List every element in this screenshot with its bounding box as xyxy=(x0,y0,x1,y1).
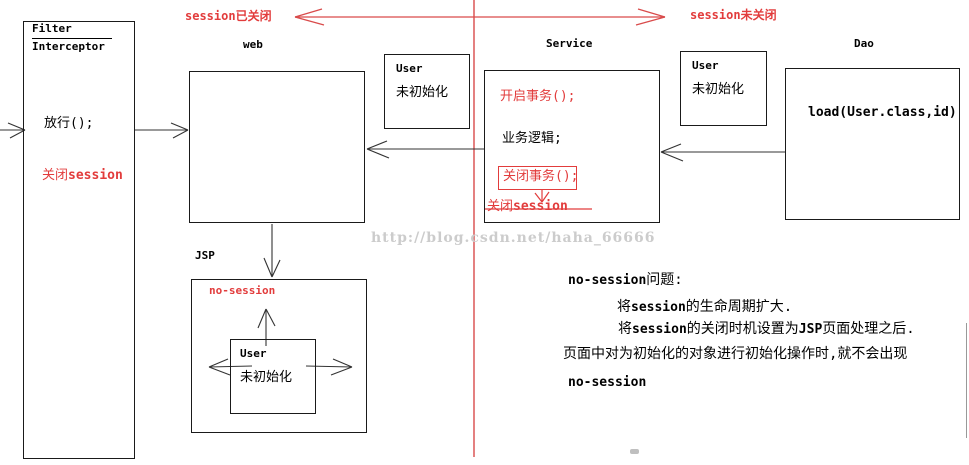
right-edge-line xyxy=(966,323,967,438)
text-segment: 已关闭 xyxy=(235,9,272,23)
text-segment: 页面中对为初始化的对象进行初始化操作时,就不会出现 xyxy=(563,346,908,362)
filter-close-session-label: 关闭session xyxy=(42,168,123,184)
text-segment: JSP xyxy=(798,322,823,337)
text-segment: 的关闭时机设置为 xyxy=(686,321,799,337)
note-line-3: 将session的关闭时机设置为JSP页面处理之后. xyxy=(618,321,915,338)
small-artifact xyxy=(630,449,639,454)
filter-interceptor-box xyxy=(23,21,135,459)
service-open-tx-label: 开启事务(); xyxy=(500,89,576,104)
text-segment: 将 xyxy=(617,299,631,315)
text-segment: 未关闭 xyxy=(740,8,777,22)
legend-session-closed: session已关闭 xyxy=(185,9,272,24)
user-web-title: User xyxy=(396,62,423,75)
user-service-state: 未初始化 xyxy=(692,82,745,97)
text-segment: 将 xyxy=(618,321,632,337)
user-jsp-box: User 未初始化 xyxy=(230,339,316,414)
filter-title-line1: Filter xyxy=(32,22,112,39)
note-line-1: no-session问题: xyxy=(568,272,683,289)
user-service-title: User xyxy=(692,59,719,72)
arrow-request-to-filter xyxy=(0,122,26,139)
text-segment: session xyxy=(185,9,236,23)
session-state-double-arrow xyxy=(294,8,666,26)
text-segment: 关闭 xyxy=(487,199,514,214)
jsp-no-session-label: no-session xyxy=(209,284,276,297)
arrow-closetx-to-closesession xyxy=(534,189,550,203)
legend-session-open: session未关闭 xyxy=(690,8,777,23)
text-segment: session xyxy=(690,8,741,22)
arrow-web-to-jsp xyxy=(263,224,281,278)
filter-title-line2: Interceptor xyxy=(32,39,105,53)
note-line-5: no-session xyxy=(568,374,646,391)
web-box xyxy=(189,71,365,223)
user-web-state: 未初始化 xyxy=(396,85,449,100)
service-box xyxy=(484,70,660,223)
text-segment: 的生命周期扩大. xyxy=(685,299,793,315)
filter-pass-label: 放行(); xyxy=(44,116,94,131)
text-segment: 页面处理之后. xyxy=(822,321,915,337)
text-segment: 问题: xyxy=(646,272,683,288)
service-logic-label: 业务逻辑; xyxy=(502,131,562,146)
service-close-tx-box: 关闭事务(); xyxy=(498,166,579,190)
filter-interceptor-title: Filter Interceptor xyxy=(32,22,112,53)
jsp-label: JSP xyxy=(195,249,215,262)
text-segment: session xyxy=(632,322,687,337)
dao-box: load(User.class,id) xyxy=(785,68,960,220)
jsp-box xyxy=(191,279,367,433)
text-segment: session xyxy=(631,300,686,315)
web-label: web xyxy=(243,38,263,51)
arrow-filter-to-web xyxy=(135,122,189,139)
text-segment: session xyxy=(68,168,123,183)
text-segment: session xyxy=(513,199,568,214)
note-line-2: 将session的生命周期扩大. xyxy=(617,299,792,316)
text-segment: no-session xyxy=(568,375,647,390)
text-segment: no-session xyxy=(568,273,647,288)
service-label: Service xyxy=(546,37,593,50)
note-line-4: 页面中对为初始化的对象进行初始化操作时,就不会出现 xyxy=(563,346,907,362)
user-web-box: User 未初始化 xyxy=(384,54,470,129)
watermark-text: http://blog.csdn.net/haha_66666 xyxy=(371,230,656,246)
arrow-service-to-web xyxy=(366,140,484,159)
user-jsp-state: 未初始化 xyxy=(240,370,293,385)
service-close-session-label: 关闭session xyxy=(487,199,568,215)
service-close-tx-label: 关闭事务(); xyxy=(503,169,579,184)
arrow-dao-to-service xyxy=(660,143,785,162)
dao-method-label: load(User.class,id) xyxy=(808,105,957,120)
user-service-box: User 未初始化 xyxy=(680,51,767,126)
text-segment: 关闭 xyxy=(42,168,69,183)
dao-label: Dao xyxy=(854,37,874,50)
user-jsp-title: User xyxy=(240,347,267,360)
arrow-jsp-user-right xyxy=(305,358,353,376)
